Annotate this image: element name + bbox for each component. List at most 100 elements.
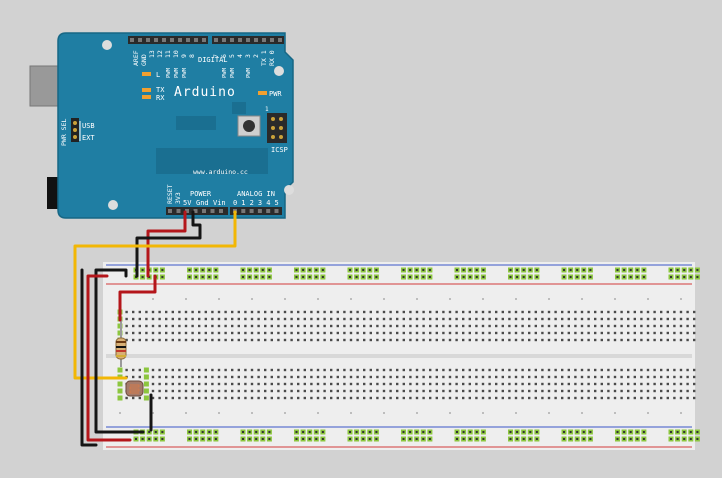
terminal-hole[interactable] <box>693 396 696 400</box>
terminal-hole[interactable] <box>363 331 366 335</box>
terminal-hole[interactable] <box>587 396 590 400</box>
terminal-hole[interactable] <box>660 375 663 379</box>
terminal-hole[interactable] <box>330 382 333 386</box>
terminal-hole[interactable] <box>165 375 168 379</box>
terminal-hole[interactable] <box>290 331 293 335</box>
terminal-hole[interactable] <box>264 338 267 342</box>
terminal-hole[interactable] <box>336 331 339 335</box>
terminal-hole[interactable] <box>600 396 603 400</box>
terminal-hole[interactable] <box>554 375 557 379</box>
terminal-hole[interactable] <box>673 338 676 342</box>
terminal-hole[interactable] <box>594 389 597 393</box>
terminal-hole[interactable] <box>178 317 181 321</box>
terminal-hole[interactable] <box>217 310 221 314</box>
terminal-hole[interactable] <box>158 389 161 393</box>
terminal-hole[interactable] <box>270 368 273 372</box>
wire-black-bottom-left[interactable] <box>80 268 98 447</box>
wire-5v-red[interactable] <box>146 210 187 278</box>
terminal-hole[interactable] <box>646 396 650 400</box>
terminal-hole[interactable] <box>376 317 379 321</box>
terminal-hole[interactable] <box>561 375 564 379</box>
terminal-hole[interactable] <box>323 382 326 386</box>
terminal-hole[interactable] <box>488 396 491 400</box>
wire-black-rail-down[interactable] <box>94 268 145 434</box>
terminal-hole[interactable] <box>283 382 287 386</box>
terminal-hole[interactable] <box>244 368 247 372</box>
terminal-hole[interactable] <box>409 389 412 393</box>
terminal-hole[interactable] <box>534 396 537 400</box>
terminal-hole[interactable] <box>501 331 504 335</box>
terminal-hole[interactable] <box>607 324 610 328</box>
terminal-hole[interactable] <box>686 382 689 386</box>
terminal-hole[interactable] <box>165 368 168 372</box>
terminal-hole[interactable] <box>270 324 273 328</box>
terminal-hole[interactable] <box>561 389 564 393</box>
photoresistor[interactable] <box>125 380 144 397</box>
terminal-hole[interactable] <box>646 368 650 372</box>
terminal-hole[interactable] <box>429 375 432 379</box>
terminal-hole[interactable] <box>501 382 504 386</box>
terminal-hole[interactable] <box>336 324 339 328</box>
terminal-hole[interactable] <box>231 317 234 321</box>
terminal-hole[interactable] <box>435 396 438 400</box>
terminal-hole[interactable] <box>686 324 689 328</box>
terminal-hole[interactable] <box>567 324 570 328</box>
terminal-hole[interactable] <box>666 368 669 372</box>
terminal-hole[interactable] <box>316 382 320 386</box>
terminal-hole[interactable] <box>686 310 689 314</box>
terminal-hole[interactable] <box>198 375 201 379</box>
terminal-hole[interactable] <box>369 317 372 321</box>
terminal-hole[interactable] <box>514 331 518 335</box>
terminal-hole[interactable] <box>117 395 123 401</box>
terminal-hole[interactable] <box>244 338 247 342</box>
terminal-hole[interactable] <box>125 310 128 314</box>
terminal-hole[interactable] <box>356 389 359 393</box>
terminal-hole[interactable] <box>165 396 168 400</box>
terminal-hole[interactable] <box>323 338 326 342</box>
terminal-hole[interactable] <box>653 310 656 314</box>
terminal-hole[interactable] <box>270 375 273 379</box>
terminal-hole[interactable] <box>627 396 630 400</box>
terminal-hole[interactable] <box>363 338 366 342</box>
terminal-hole[interactable] <box>257 324 260 328</box>
terminal-hole[interactable] <box>554 310 557 314</box>
terminal-hole[interactable] <box>402 396 405 400</box>
terminal-hole[interactable] <box>653 389 656 393</box>
terminal-hole[interactable] <box>481 382 485 386</box>
terminal-hole[interactable] <box>508 310 511 314</box>
terminal-hole[interactable] <box>646 310 650 314</box>
terminal-hole[interactable] <box>554 324 557 328</box>
terminal-hole[interactable] <box>376 382 379 386</box>
terminal-hole[interactable] <box>369 324 372 328</box>
terminal-hole[interactable] <box>508 368 511 372</box>
terminal-hole[interactable] <box>600 317 603 321</box>
terminal-hole[interactable] <box>211 331 214 335</box>
terminal-hole[interactable] <box>204 310 207 314</box>
terminal-hole[interactable] <box>191 375 194 379</box>
terminal-hole[interactable] <box>415 368 419 372</box>
terminal-hole[interactable] <box>369 310 372 314</box>
terminal-hole[interactable] <box>541 389 544 393</box>
terminal-hole[interactable] <box>521 310 524 314</box>
terminal-hole[interactable] <box>468 317 471 321</box>
terminal-hole[interactable] <box>508 375 511 379</box>
terminal-hole[interactable] <box>620 382 623 386</box>
terminal-hole[interactable] <box>653 375 656 379</box>
terminal-hole[interactable] <box>673 331 676 335</box>
terminal-hole[interactable] <box>455 331 458 335</box>
terminal-hole[interactable] <box>290 324 293 328</box>
terminal-hole[interactable] <box>204 324 207 328</box>
terminal-hole[interactable] <box>356 338 359 342</box>
terminal-hole[interactable] <box>620 310 623 314</box>
terminal-hole[interactable] <box>165 389 168 393</box>
terminal-hole[interactable] <box>442 382 445 386</box>
terminal-hole[interactable] <box>422 368 425 372</box>
terminal-hole[interactable] <box>415 317 419 321</box>
terminal-hole[interactable] <box>429 382 432 386</box>
terminal-hole[interactable] <box>402 338 405 342</box>
terminal-hole[interactable] <box>323 317 326 321</box>
terminal-hole[interactable] <box>217 389 221 393</box>
terminal-hole[interactable] <box>495 382 498 386</box>
terminal-hole[interactable] <box>580 331 584 335</box>
terminal-hole[interactable] <box>607 375 610 379</box>
